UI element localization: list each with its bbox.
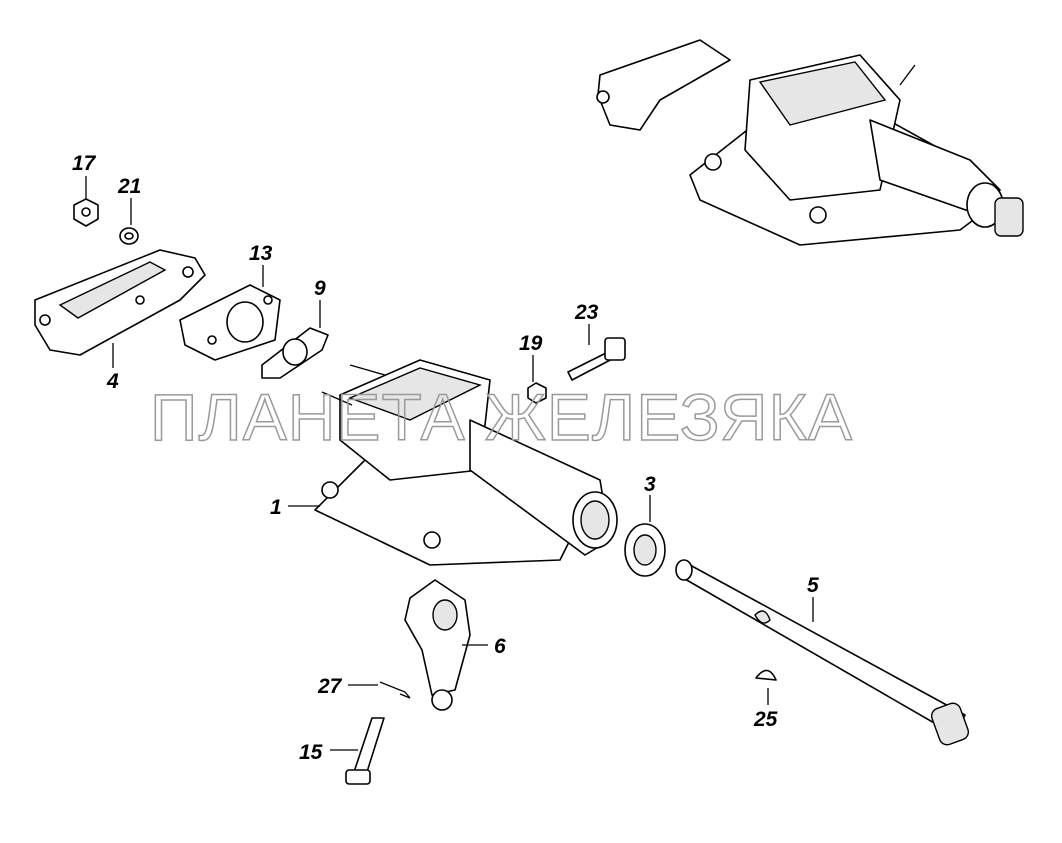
nut-17: [73, 198, 99, 227]
callout-23: 23: [574, 301, 599, 324]
nut-19: [527, 382, 547, 404]
callout-21: 21: [117, 175, 141, 198]
bolt-15: [345, 717, 385, 785]
callout-3: 3: [644, 473, 656, 496]
leader-lines: [85, 176, 814, 751]
gasket-9: [261, 327, 329, 379]
pin-27: [379, 681, 411, 699]
flange-13: [179, 284, 281, 361]
callout-5: 5: [807, 574, 819, 597]
callout-17: 17: [72, 152, 97, 175]
assembled-mechanism: [596, 39, 1024, 246]
callout-27: 27: [317, 675, 343, 698]
bolt-23: [567, 337, 626, 381]
callout-19: 19: [519, 332, 543, 355]
callout-13: 13: [249, 242, 273, 265]
callout-25: 25: [753, 708, 778, 731]
callout-1: 1: [270, 496, 282, 519]
watermark: ПЛАНЕТА ЖЕЛЕЗЯКА: [150, 380, 853, 454]
seal-3: [624, 523, 666, 577]
shaft-5: [675, 559, 970, 746]
lever-6: [404, 579, 471, 711]
callout-6: 6: [494, 635, 506, 658]
callout-9: 9: [314, 277, 326, 300]
key-25: [755, 669, 777, 681]
housing-1: [314, 359, 618, 566]
washer-21: [119, 227, 139, 245]
callout-4: 4: [106, 370, 119, 393]
bracket-4: [34, 249, 206, 356]
callout-15: 15: [299, 741, 323, 764]
